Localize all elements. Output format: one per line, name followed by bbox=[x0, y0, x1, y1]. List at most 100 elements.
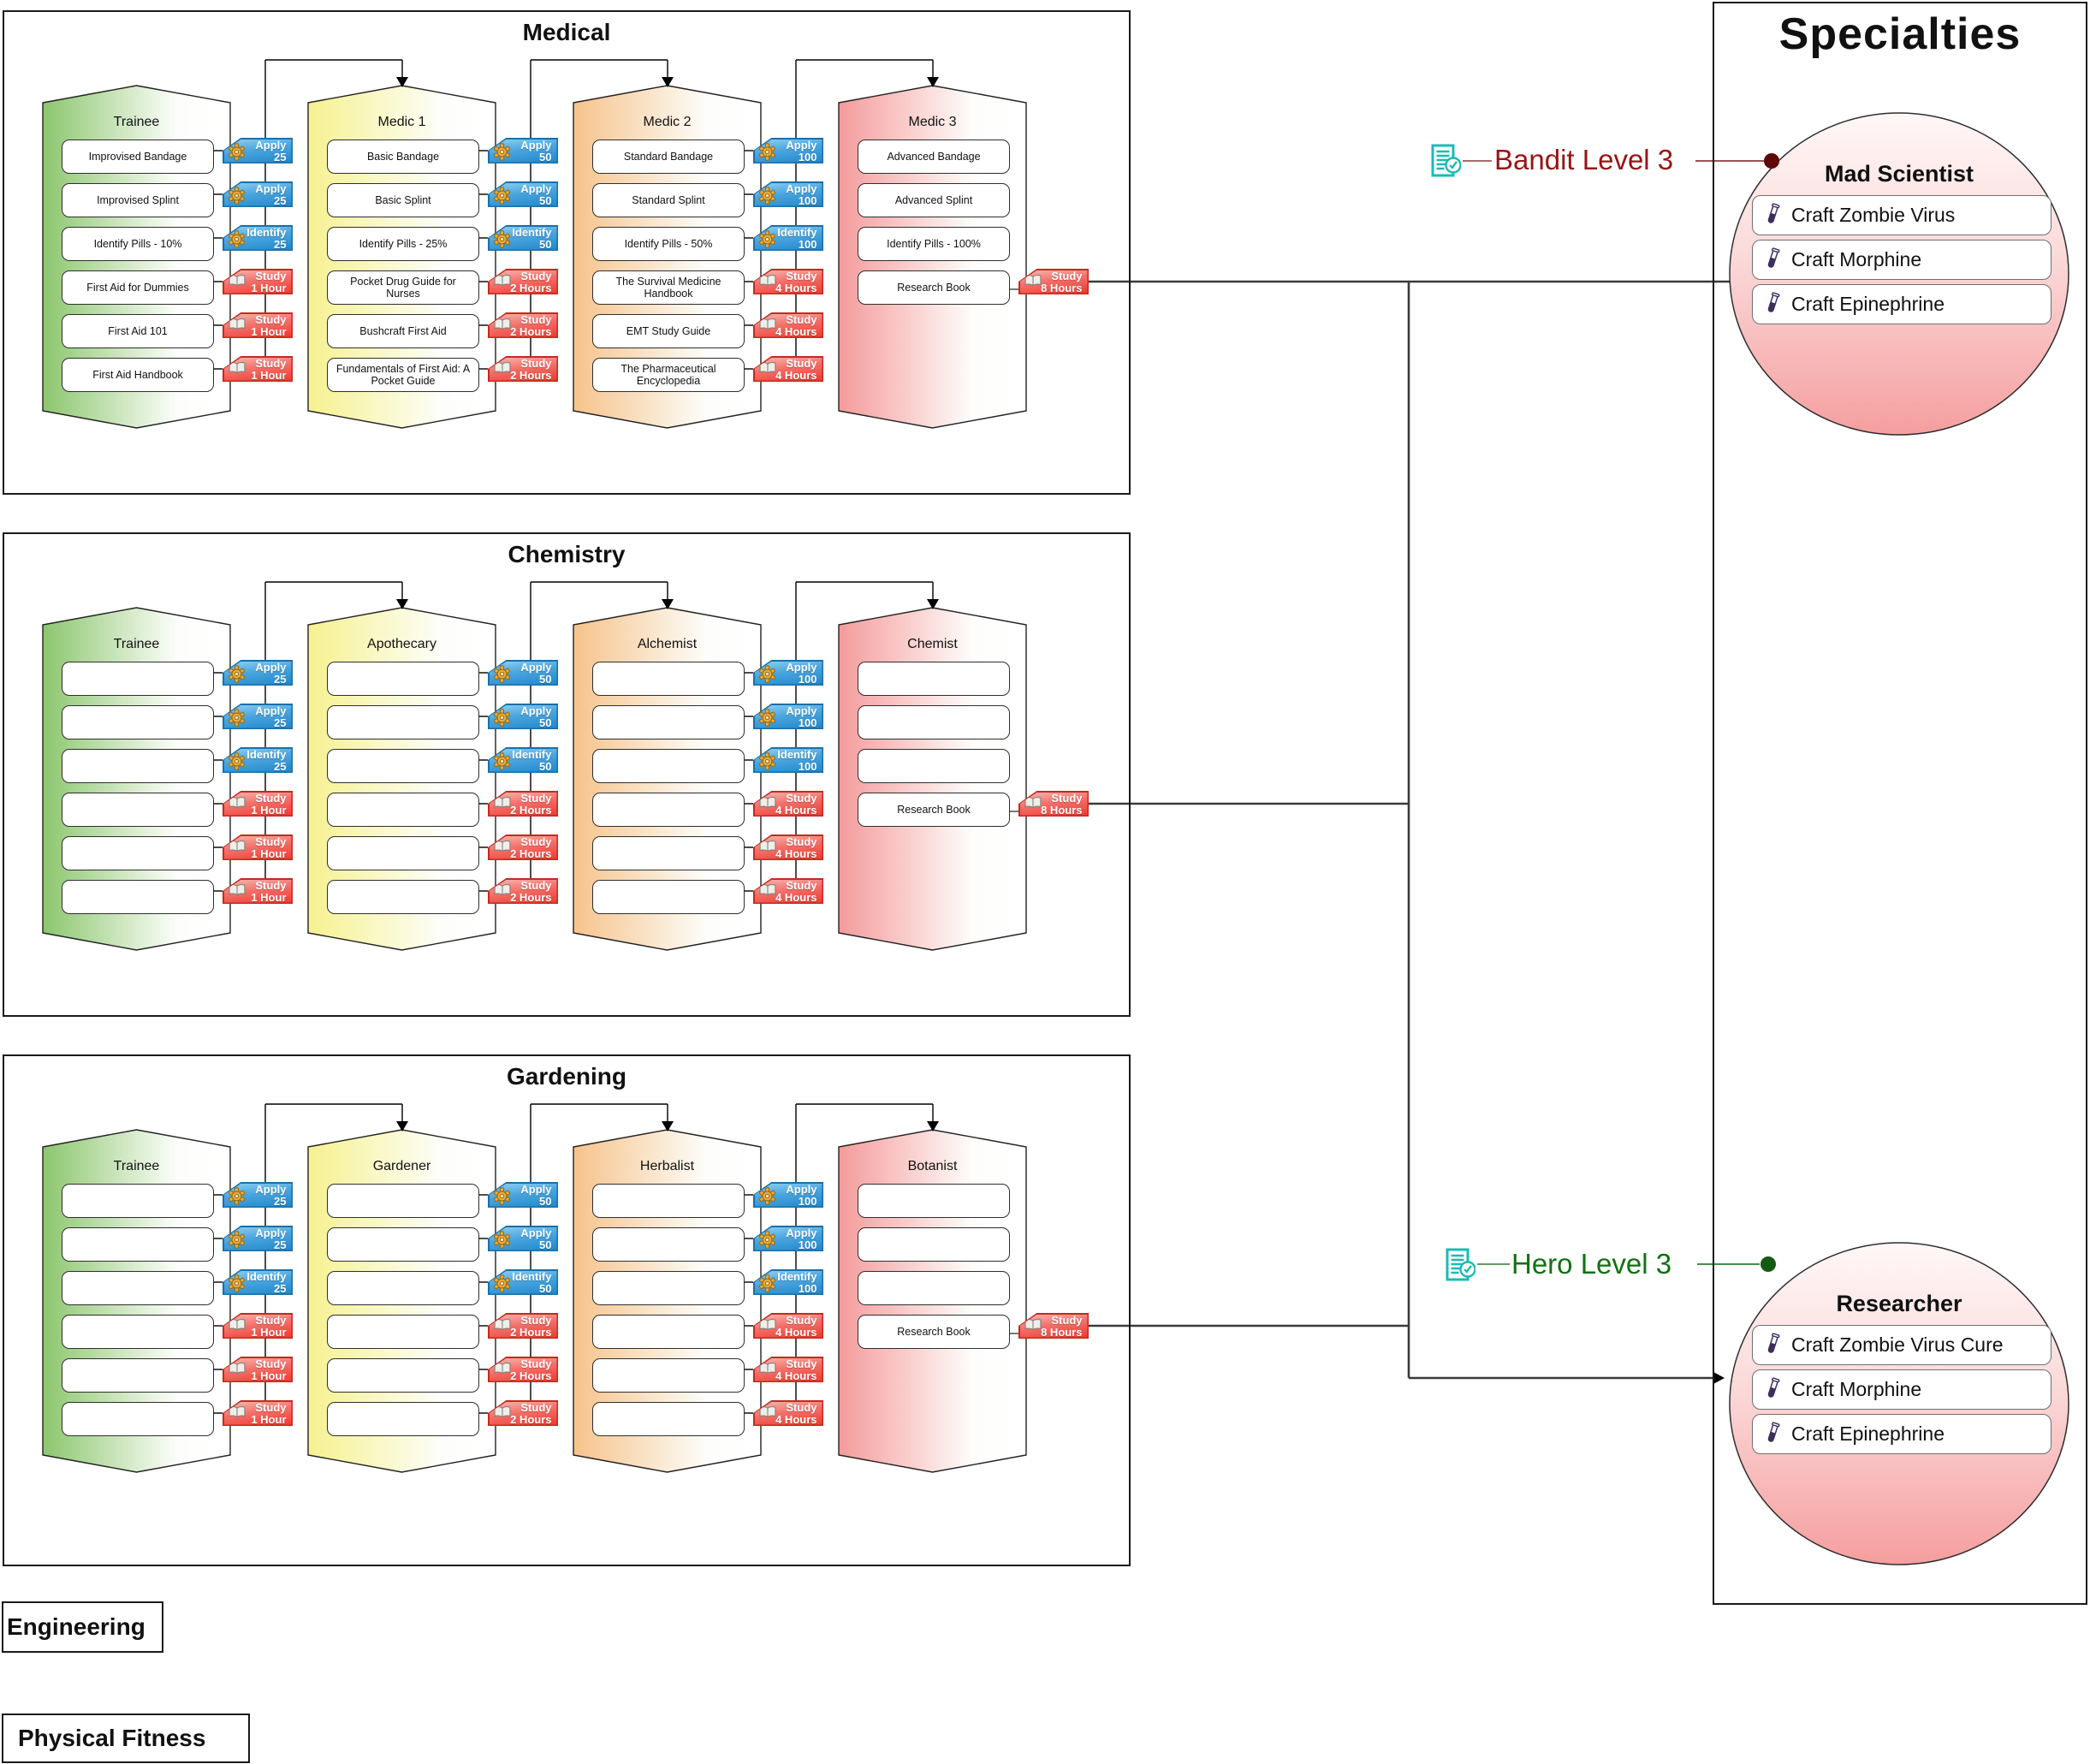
gear-icon bbox=[493, 229, 511, 248]
badge-action-label: Identify bbox=[777, 1269, 817, 1283]
skill-box: Bushcraft First Aid bbox=[327, 314, 479, 348]
tier-name: Apothecary bbox=[367, 637, 436, 651]
skill-box bbox=[592, 1402, 745, 1436]
tier-name: Gardener bbox=[372, 1159, 431, 1173]
skill-box: EMT Study Guide bbox=[592, 314, 745, 348]
badge-action-label: Apply bbox=[520, 181, 552, 195]
badge-value-label: 25 bbox=[274, 1194, 287, 1208]
physical-fitness-box: Physical Fitness bbox=[2, 1714, 250, 1763]
skill-box bbox=[62, 662, 214, 696]
badge-action-label: Apply bbox=[255, 181, 287, 195]
test-tube-icon bbox=[1767, 1332, 1780, 1353]
badge-action-label: Study bbox=[255, 791, 287, 805]
badge-value-label: 2 Hours bbox=[510, 890, 552, 904]
arrowhead-down bbox=[662, 77, 674, 87]
skill-box bbox=[62, 1315, 214, 1349]
skill-box bbox=[327, 1315, 479, 1349]
badge-value-label: 2 Hours bbox=[510, 368, 552, 382]
badge-value-label: 1 Hour bbox=[251, 1369, 287, 1382]
specialty-craft-label: Craft Morphine bbox=[1791, 1378, 1922, 1400]
specialty-craft-item: Craft Zombie Virus Cure bbox=[1752, 1325, 2051, 1365]
skill-box bbox=[62, 1358, 214, 1393]
skill-box bbox=[858, 705, 1010, 739]
specialty-craft-label: Craft Zombie Virus Cure bbox=[1791, 1333, 2004, 1356]
gear-icon bbox=[228, 142, 246, 161]
badge-action-label: Identify bbox=[512, 1269, 552, 1283]
badge-value-label: 4 Hours bbox=[775, 281, 817, 294]
requirement-dot bbox=[1764, 153, 1779, 169]
skill-box bbox=[592, 836, 745, 870]
engineering-box: Engineering bbox=[2, 1601, 163, 1653]
specialty-craft-item: Craft Morphine bbox=[1752, 240, 2051, 280]
section-chemistry: Chemistry bbox=[3, 532, 1131, 1017]
skill-box: Basic Bandage bbox=[327, 140, 479, 174]
skill-box bbox=[327, 749, 479, 783]
badge-value-label: 2 Hours bbox=[510, 1369, 552, 1382]
badge-action-label: Study bbox=[520, 834, 552, 848]
arrowhead-down bbox=[396, 599, 408, 609]
gear-icon bbox=[228, 1230, 246, 1249]
badge-action-label: Study bbox=[1051, 269, 1083, 282]
badge-action-label: Study bbox=[786, 1357, 817, 1370]
gear-icon bbox=[228, 1274, 246, 1292]
badge-action-label: Apply bbox=[520, 660, 552, 674]
skill-box bbox=[327, 1358, 479, 1393]
gear-icon bbox=[493, 1230, 511, 1249]
badge-value-label: 4 Hours bbox=[775, 324, 817, 338]
badge-action-label: Apply bbox=[786, 138, 817, 151]
specialty-craft-item: Craft Epinephrine bbox=[1752, 1414, 2051, 1454]
badge-value-label: 8 Hours bbox=[1041, 803, 1083, 817]
badge-value-label: 4 Hours bbox=[775, 803, 817, 817]
skill-box: Research Book bbox=[858, 270, 1010, 305]
gear-icon bbox=[493, 664, 511, 683]
skill-box: First Aid Handbook bbox=[62, 358, 214, 392]
badge-action-label: Apply bbox=[255, 138, 287, 151]
badge-value-label: 4 Hours bbox=[775, 1412, 817, 1426]
skill-box bbox=[327, 880, 479, 914]
quest-clipboard-icon bbox=[1445, 1248, 1476, 1282]
badge-action-label: Apply bbox=[520, 704, 552, 717]
skill-box: Fundamentals of First Aid: A Pocket Guid… bbox=[327, 358, 479, 392]
badge-value-label: 100 bbox=[798, 150, 817, 163]
badge-value-label: 4 Hours bbox=[775, 1325, 817, 1339]
badge-value-label: 100 bbox=[798, 759, 817, 773]
badge-action-label: Identify bbox=[777, 747, 817, 761]
arrowhead-down bbox=[396, 77, 408, 87]
badge-action-label: Apply bbox=[786, 181, 817, 195]
test-tube-icon bbox=[1767, 246, 1780, 268]
skill-box bbox=[62, 880, 214, 914]
requirement-label: Bandit Level 3 bbox=[1494, 144, 1674, 175]
physical-fitness-label: Physical Fitness bbox=[18, 1725, 206, 1751]
skill-box bbox=[592, 705, 745, 739]
badge-value-label: 50 bbox=[539, 1194, 552, 1208]
skill-box bbox=[62, 1184, 214, 1218]
gear-icon bbox=[758, 708, 776, 727]
skill-box bbox=[62, 1402, 214, 1436]
book-icon bbox=[758, 796, 776, 814]
skill-box bbox=[858, 1227, 1010, 1262]
gear-icon bbox=[758, 1186, 776, 1205]
specialty-craft-label: Craft Epinephrine bbox=[1791, 1422, 1945, 1445]
badge-action-label: Study bbox=[786, 791, 817, 805]
tier-name: Botanist bbox=[907, 1159, 958, 1173]
badge-action-label: Apply bbox=[255, 660, 287, 674]
badge-value-label: 2 Hours bbox=[510, 846, 552, 860]
badge-value-label: 2 Hours bbox=[510, 324, 552, 338]
badge-action-label: Apply bbox=[255, 1226, 287, 1239]
tier-name: Alchemist bbox=[637, 637, 698, 651]
skill-box bbox=[62, 793, 214, 827]
specialty-title: Researcher bbox=[1836, 1291, 1962, 1316]
tier-name: Trainee bbox=[113, 1159, 160, 1173]
skill-box: Improvised Splint bbox=[62, 183, 214, 217]
badge-action-label: Study bbox=[786, 834, 817, 848]
badge-value-label: 2 Hours bbox=[510, 1325, 552, 1339]
